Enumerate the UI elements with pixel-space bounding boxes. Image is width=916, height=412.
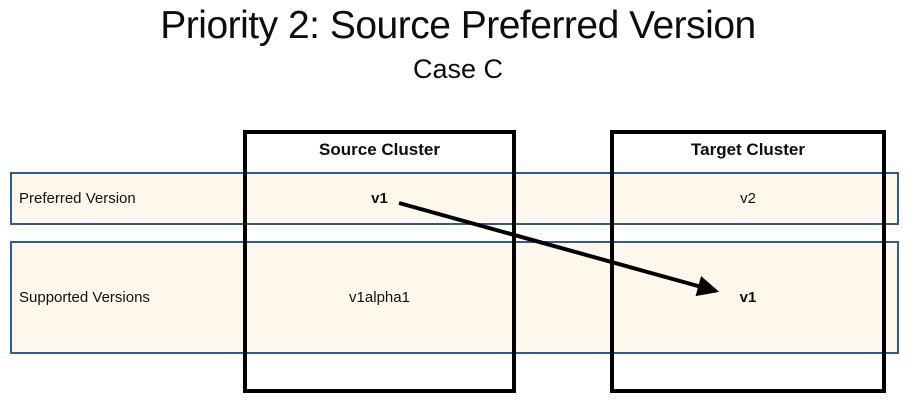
source-cluster-header: Source Cluster [319,140,440,159]
target-preferred-version-value: v2 [740,190,756,207]
source-supported-versions-value: v1alpha1 [349,289,410,306]
page-subtitle: Case C [412,54,504,84]
preferred-version-row-label: Preferred Version [19,190,136,207]
page-title: Priority 2: Source Preferred Version [160,4,756,47]
source-preferred-version-value: v1 [371,190,388,207]
target-cluster-header: Target Cluster [691,140,805,159]
target-supported-version-value: v1 [739,289,757,306]
supported-versions-row-label: Supported Versions [19,289,150,306]
